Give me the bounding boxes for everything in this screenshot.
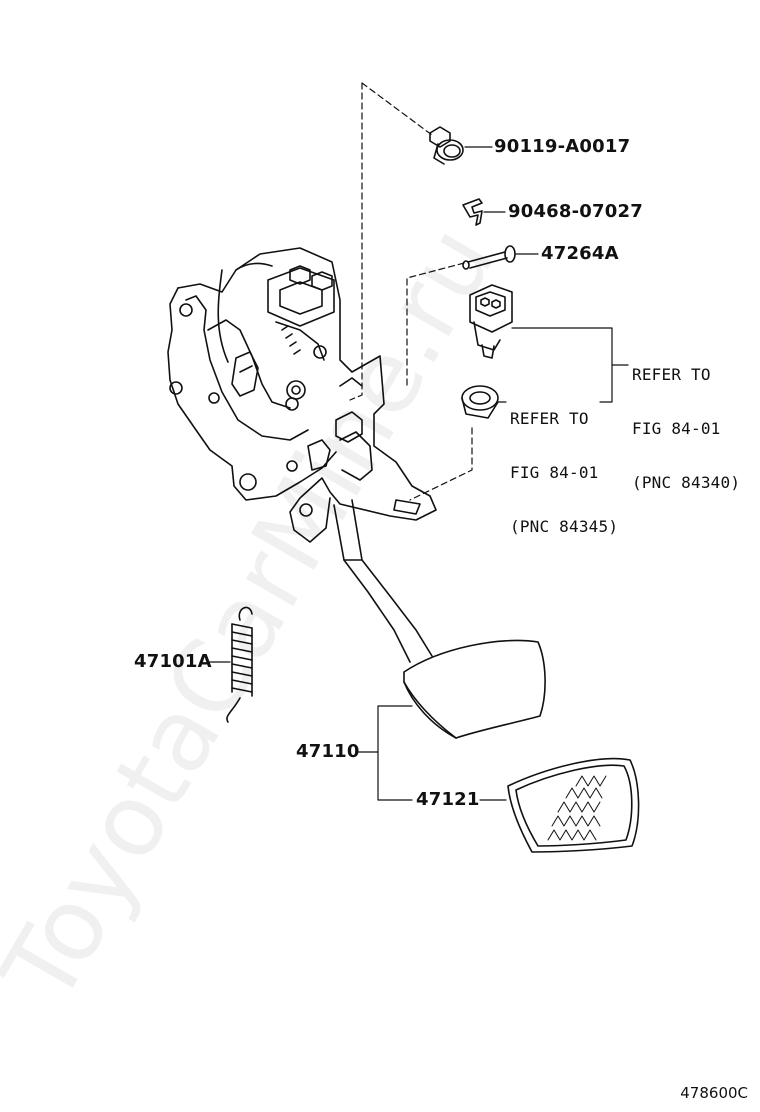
refer-84345-line2: FIG 84-01	[510, 463, 599, 482]
refer-84340-line1: REFER TO	[632, 365, 711, 384]
stop-lamp-switch-icon	[469, 284, 513, 359]
pedal-sensor-assembly	[231, 265, 335, 411]
leader-47110-47121	[357, 705, 507, 801]
pedal-arm	[333, 499, 433, 663]
pedal-pad-cover	[507, 757, 640, 853]
refer-84340-line3: (PNC 84340)	[632, 473, 741, 492]
refer-84345-line1: REFER TO	[510, 409, 589, 428]
label-47101a: 47101A	[134, 651, 212, 672]
pin-47264-icon	[462, 245, 516, 270]
cushion-icon	[461, 385, 499, 419]
pedal-pad	[403, 639, 546, 739]
label-90468-07027: 90468-07027	[508, 201, 643, 222]
return-spring-icon	[226, 606, 253, 723]
figure-number: 478600C	[680, 1084, 748, 1102]
tread-pattern	[547, 775, 607, 841]
refer-84345: REFER TO FIG 84-01 (PNC 84345)	[510, 374, 618, 554]
label-47121: 47121	[416, 789, 480, 810]
label-90119-a0017: 90119-A0017	[494, 136, 631, 157]
clip-90468-icon	[462, 198, 483, 226]
pedal-bracket-assembly	[167, 247, 437, 543]
refer-leaders	[497, 327, 629, 403]
refer-84340-line2: FIG 84-01	[632, 419, 721, 438]
refer-84340: REFER TO FIG 84-01 (PNC 84340)	[632, 330, 740, 510]
dashed-reference-lines	[349, 82, 473, 501]
label-47110: 47110	[296, 741, 360, 762]
refer-84345-line3: (PNC 84345)	[510, 517, 619, 536]
bolt-90119-icon	[429, 126, 464, 165]
label-47264a: 47264A	[541, 243, 619, 264]
